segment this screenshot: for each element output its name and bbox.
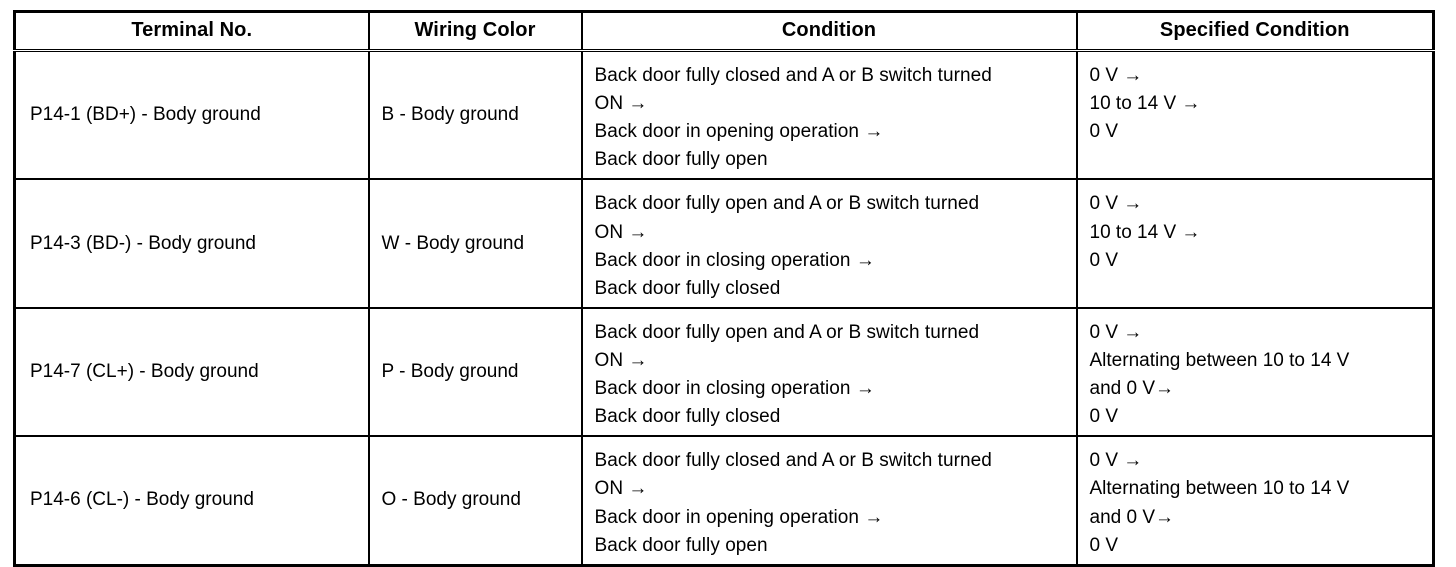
condition-line: Back door in opening operation → bbox=[594, 506, 884, 528]
cell-wiring-color: W - Body ground bbox=[368, 178, 583, 308]
specified-condition-line: 10 to 14 V → bbox=[1089, 221, 1201, 243]
cell-condition: Back door fully open and A or B switch t… bbox=[581, 178, 1078, 308]
condition-line: Back door fully closed and A or B switch… bbox=[594, 450, 992, 472]
terminal-no-text: P14-1 (BD+) - Body ground bbox=[30, 104, 261, 126]
terminal-no-text: P14-6 (CL-) - Body ground bbox=[30, 489, 254, 511]
condition-line: ON → bbox=[594, 221, 648, 243]
wiring-color-text: O - Body ground bbox=[381, 489, 521, 511]
condition-line: Back door fully open and A or B switch t… bbox=[594, 193, 980, 215]
specified-condition-line: and 0 V→ bbox=[1089, 506, 1175, 528]
cell-condition: Back door fully closed and A or B switch… bbox=[581, 435, 1078, 566]
cell-wiring-color: P - Body ground bbox=[368, 306, 583, 437]
table-row: P14-6 (CL-) - Body ground O - Body groun… bbox=[14, 435, 1434, 566]
condition-line: Back door in opening operation → bbox=[594, 121, 884, 143]
specified-condition-line: Alternating between 10 to 14 V bbox=[1089, 349, 1350, 371]
condition-line: Back door fully closed and A or B switch… bbox=[594, 65, 992, 86]
condition-line: Back door fully closed bbox=[594, 406, 781, 428]
cell-terminal-no: P14-3 (BD-) - Body ground bbox=[14, 178, 370, 308]
column-header-condition: Condition bbox=[581, 11, 1078, 52]
specified-condition-line: Alternating between 10 to 14 V bbox=[1089, 478, 1350, 500]
table-header-row: Terminal No. Wiring Color Condition Spec… bbox=[14, 11, 1434, 52]
column-header-terminal-no: Terminal No. bbox=[14, 11, 370, 52]
specified-condition-line: and 0 V→ bbox=[1089, 378, 1175, 400]
cell-specified-condition: 0 V → Alternating between 10 to 14 V and… bbox=[1076, 306, 1434, 437]
table-header: Terminal No. Wiring Color Condition Spec… bbox=[14, 11, 1434, 52]
table-row: P14-7 (CL+) - Body ground P - Body groun… bbox=[14, 306, 1434, 437]
specified-condition-line: 0 V bbox=[1089, 121, 1119, 143]
condition-line: Back door fully open bbox=[594, 534, 768, 556]
terminal-no-text: P14-7 (CL+) - Body ground bbox=[30, 361, 259, 383]
terminal-no-text: P14-3 (BD-) - Body ground bbox=[30, 232, 256, 254]
wiring-color-text: P - Body ground bbox=[381, 361, 519, 383]
condition-line: Back door fully open and A or B switch t… bbox=[594, 321, 980, 343]
column-header-wiring-color: Wiring Color bbox=[368, 11, 583, 52]
condition-line: Back door fully closed bbox=[594, 277, 781, 299]
cell-terminal-no: P14-6 (CL-) - Body ground bbox=[14, 435, 370, 566]
cell-specified-condition: 0 V → Alternating between 10 to 14 V and… bbox=[1076, 435, 1434, 566]
specified-condition-line: 0 V bbox=[1089, 249, 1119, 271]
condition-line: Back door fully open bbox=[594, 149, 768, 171]
cell-terminal-no: P14-1 (BD+) - Body ground bbox=[14, 50, 370, 180]
cell-specified-condition: 0 V → 10 to 14 V → 0 V bbox=[1077, 51, 1434, 180]
condition-line: ON → bbox=[594, 478, 648, 500]
wiring-color-text: B - Body ground bbox=[381, 104, 519, 126]
condition-line: ON → bbox=[594, 93, 648, 115]
specified-condition-line: 0 V bbox=[1089, 534, 1119, 556]
cell-wiring-color: O - Body ground bbox=[368, 435, 583, 566]
table-row: P14-1 (BD+) - Body ground B - Body groun… bbox=[14, 50, 1434, 180]
cell-condition: Back door fully open and A or B switch t… bbox=[581, 306, 1078, 437]
cell-terminal-no: P14-7 (CL+) - Body ground bbox=[14, 306, 370, 437]
terminal-specification-table: Terminal No. Wiring Color Condition Spec… bbox=[13, 10, 1435, 567]
specified-condition-line: 0 V → bbox=[1089, 193, 1143, 215]
specified-condition-line: 0 V → bbox=[1089, 65, 1143, 86]
table-body: P14-1 (BD+) - Body ground B - Body groun… bbox=[14, 50, 1434, 566]
specified-condition-line: 10 to 14 V → bbox=[1089, 93, 1201, 115]
wiring-color-text: W - Body ground bbox=[381, 232, 525, 254]
specified-condition-line: 0 V bbox=[1089, 406, 1119, 428]
condition-line: Back door in closing operation → bbox=[594, 249, 875, 271]
specified-condition-line: 0 V → bbox=[1089, 321, 1143, 343]
cell-specified-condition: 0 V → 10 to 14 V → 0 V bbox=[1076, 178, 1434, 308]
column-header-specified-condition: Specified Condition bbox=[1076, 11, 1434, 52]
cell-condition: Back door fully closed and A or B switch… bbox=[581, 50, 1078, 180]
condition-line: ON → bbox=[594, 349, 648, 371]
specified-condition-line: 0 V → bbox=[1089, 450, 1143, 472]
condition-line: Back door in closing operation → bbox=[594, 378, 875, 400]
table-row: P14-3 (BD-) - Body ground W - Body groun… bbox=[14, 178, 1434, 308]
cell-wiring-color: B - Body ground bbox=[368, 50, 583, 180]
